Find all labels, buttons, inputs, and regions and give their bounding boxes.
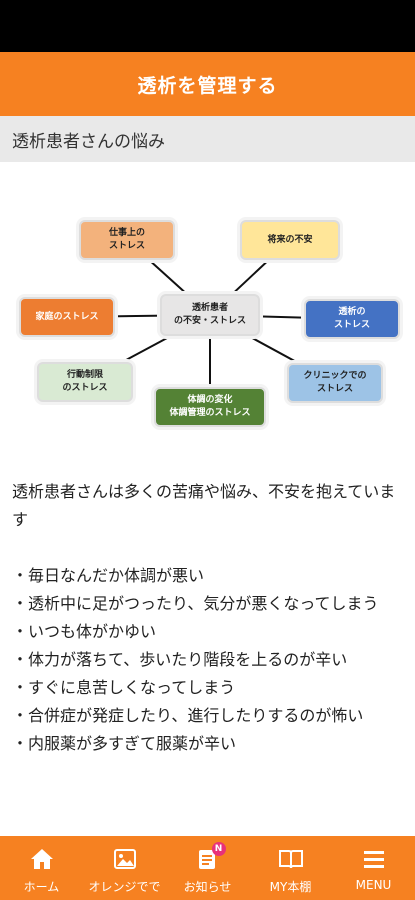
nav-news-label: お知らせ [183, 880, 232, 894]
stress-diagram: 透析患者 の不安・ストレス 仕事上の ストレス 将来の不安 家庭のストレス 透析… [0, 200, 415, 440]
diagram-node-family: 家庭のストレス [19, 297, 115, 337]
new-badge: N [211, 842, 226, 856]
book-icon [278, 850, 303, 869]
status-bar [0, 0, 415, 52]
nav-orange-label: オレンジでで [88, 880, 161, 894]
diagram-center-node: 透析患者 の不安・ストレス [160, 294, 260, 336]
nav-home-label: ホーム [23, 880, 60, 894]
bottom-nav: ホーム オレンジでで N お知らせ MY本棚 MENU [0, 836, 415, 900]
home-icon [30, 849, 53, 869]
diagram-node-dialysis: 透析の ストレス [304, 299, 400, 339]
nav-bookshelf[interactable]: MY本棚 [249, 836, 332, 900]
nav-home[interactable]: ホーム [0, 836, 83, 900]
nav-menu[interactable]: MENU [332, 836, 415, 900]
notice-icon [198, 850, 215, 869]
nav-menu-label: MENU [355, 878, 392, 892]
diagram-node-work: 仕事上の ストレス [79, 220, 175, 260]
list-item: ・いつも体がかゆい [12, 622, 157, 641]
menu-icon [363, 851, 384, 868]
list-item: ・合併症が発症したり、進行したりするのが怖い [12, 706, 364, 725]
intro-text: 透析患者さんは多くの苦痛や悩み、不安を抱えています [12, 482, 396, 529]
image-icon [113, 849, 136, 869]
nav-bookshelf-label: MY本棚 [269, 880, 312, 894]
app-header: 透析を管理する [0, 52, 415, 116]
section-header: 透析患者さんの悩み [0, 116, 415, 162]
list-item: ・透析中に足がつったり、気分が悪くなってしまう [12, 594, 379, 613]
list-item: ・体力が落ちて、歩いたり階段を上るのが辛い [12, 650, 348, 669]
diagram-node-physical: 体調の変化 体調管理のストレス [154, 387, 266, 427]
diagram-node-future: 将来の不安 [240, 220, 340, 260]
nav-orange[interactable]: オレンジでで [83, 836, 166, 900]
page-title: 透析を管理する [137, 74, 278, 97]
section-title: 透析患者さんの悩み [12, 131, 165, 152]
diagram-node-clinic: クリニックでの ストレス [287, 363, 383, 403]
list-item: ・内服薬が多すぎて服薬が辛い [12, 734, 237, 753]
nav-news[interactable]: N お知らせ [166, 836, 249, 900]
list-item: ・毎日なんだか体調が悪い [12, 566, 205, 585]
article-content: 透析患者さんは多くの苦痛や悩み、不安を抱えています ・毎日なんだか体調が悪い ・… [12, 478, 407, 758]
diagram-node-restriction: 行動制限 のストレス [37, 362, 133, 402]
list-item: ・すぐに息苦しくなってしまう [12, 678, 236, 697]
